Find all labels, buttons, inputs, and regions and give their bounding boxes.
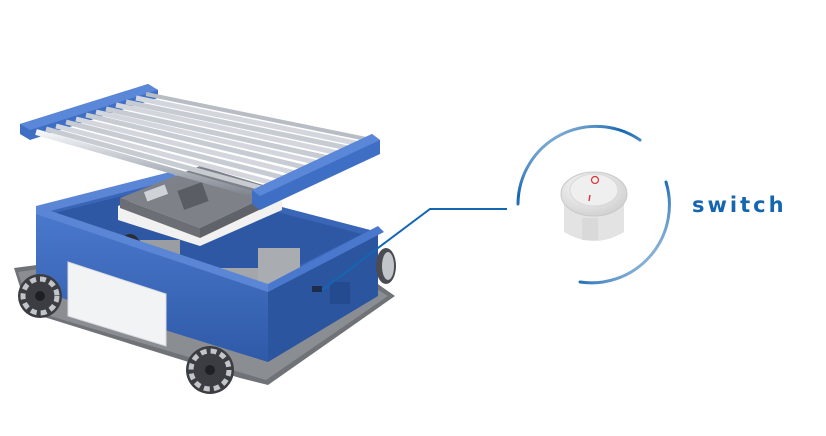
callout-ring	[516, 124, 671, 285]
label-plate	[67, 261, 167, 347]
mecanum-wheel-front-left	[18, 274, 62, 318]
switch-on-mark	[588, 194, 591, 202]
rollers	[35, 92, 377, 199]
callout-leader-line	[321, 208, 507, 291]
rocker-switch-image	[560, 171, 628, 241]
connector-port	[177, 182, 209, 210]
callout-label-switch: switch	[692, 193, 787, 217]
mecanum-wheel-rear-right	[376, 248, 396, 284]
mecanum-wheel-front-right	[186, 346, 234, 394]
chassis-switch-slot	[312, 286, 322, 292]
roller-conveyor	[20, 84, 380, 210]
switch-off-mark	[590, 175, 600, 185]
side-port	[330, 282, 350, 304]
